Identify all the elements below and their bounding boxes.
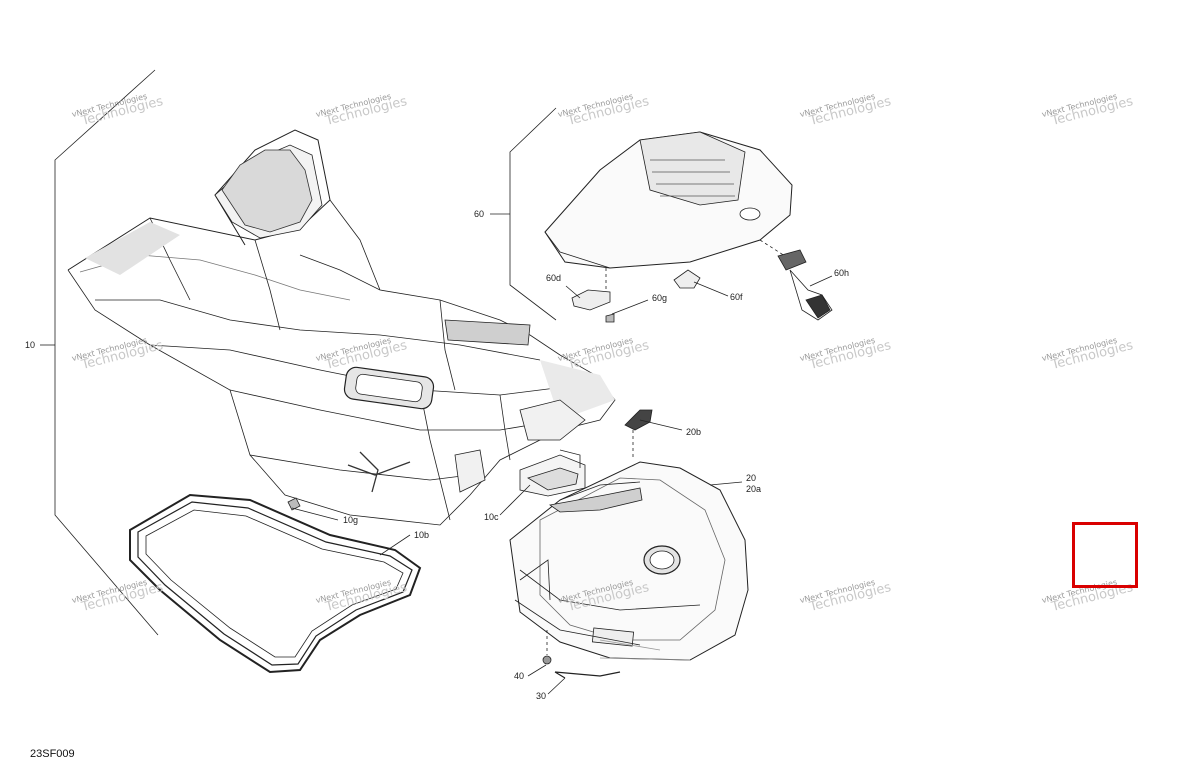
callout-20[interactable]: 20 [746,473,757,483]
callout-20b[interactable]: 20b [686,427,702,437]
bracket-10 [54,69,159,636]
callout-60d[interactable]: 60d [546,273,562,283]
nut-40 [542,655,552,665]
latch-bracket-10c [519,449,586,497]
clip-60d [571,289,611,311]
callout-10g[interactable]: 10g [343,515,359,525]
callout-10c[interactable]: 10c [484,512,499,522]
hinge-20b [624,409,653,431]
latch-60h [777,249,807,271]
callout-60[interactable]: 60 [474,209,485,219]
clip-60f [673,269,701,289]
storage-bin [509,461,749,661]
callout-30[interactable]: 30 [536,691,547,701]
screw-10g [287,497,301,511]
screw-60g [605,313,615,323]
highlight-box [1072,522,1138,588]
callout-60g[interactable]: 60g [652,293,668,303]
seal-gasket [129,493,422,674]
callout-10b[interactable]: 10b [414,530,430,540]
seat-body [67,129,616,526]
callout-60h[interactable]: 60h [834,268,850,278]
diagram-code: 23SF009 [30,748,75,760]
bracket-60 [509,107,557,321]
seat-cover [544,131,793,269]
rod-30 [554,671,621,679]
callout-20a[interactable]: 20a [746,484,762,494]
callout-10[interactable]: 10 [25,340,36,350]
callout-60f[interactable]: 60f [730,292,743,302]
callout-40[interactable]: 40 [514,671,525,681]
